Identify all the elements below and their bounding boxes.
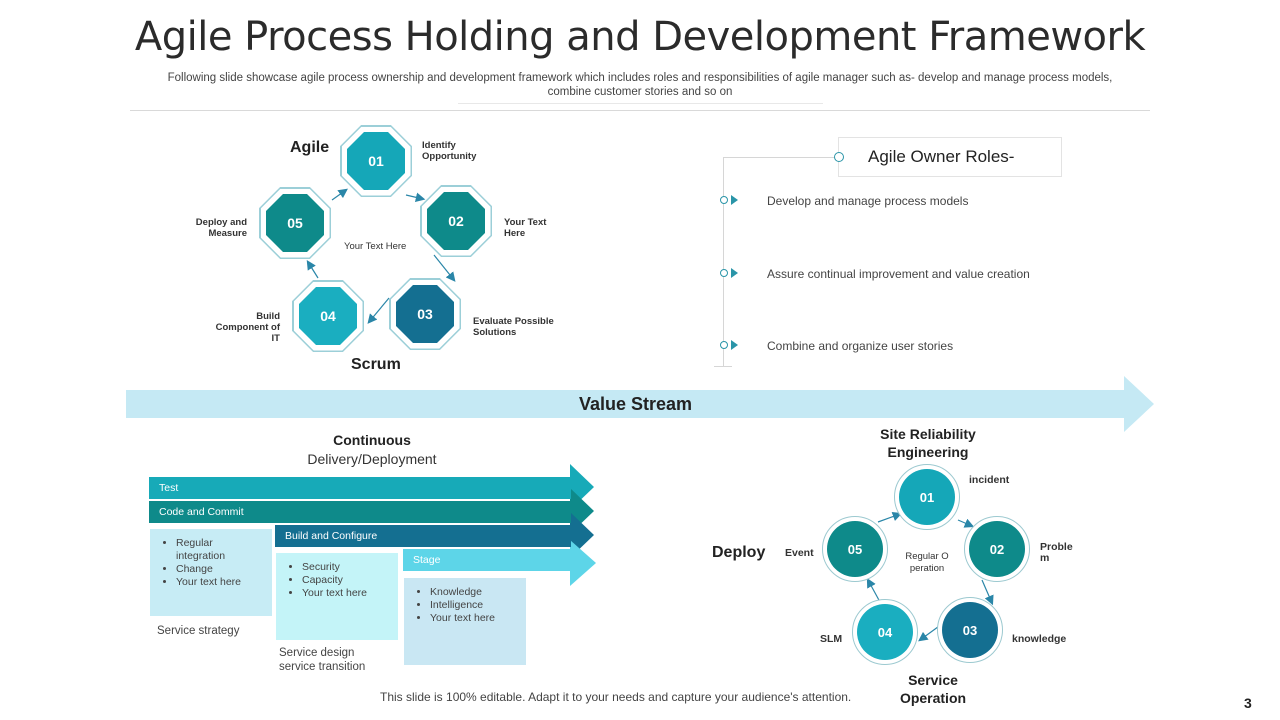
agile-node-02: 02 <box>427 192 485 250</box>
cd-box-1-item: Change <box>176 563 264 576</box>
sre-node-05-label: Event <box>785 547 814 559</box>
sre-deploy-label: Deploy <box>712 544 766 561</box>
sre-arrow-02-03 <box>981 579 994 606</box>
agile-arrow-05-01 <box>331 188 348 201</box>
agile-node-02-label: Your Text Here <box>504 217 547 239</box>
agile-node-05-label: Deploy and Measure <box>195 217 247 239</box>
sre-service-operation-label: Service Operation <box>899 672 967 706</box>
agile-center-text: Your Text Here <box>344 241 407 252</box>
cd-box-1-item: Your text here <box>176 576 264 589</box>
cd-box-2-caption: Service design service transition <box>279 647 366 673</box>
role-3-bullet-icon <box>720 341 728 349</box>
sre-center-text: Regular Operation <box>905 551 949 574</box>
agile-node-04-label: Build Component of IT <box>215 311 280 344</box>
subtitle-underline <box>458 103 823 104</box>
cd-bar-code-commit: Code and Commit <box>149 501 571 523</box>
sre-arrow-01-02 <box>957 518 975 528</box>
page-number: 3 <box>1244 695 1252 711</box>
sre-node-04-label: SLM <box>820 633 843 645</box>
scrum-label: Scrum <box>351 356 401 373</box>
cd-box-2-item: Your text here <box>302 587 390 600</box>
role-1-bullet-icon <box>720 196 728 204</box>
cd-box-2-item: Security <box>302 561 390 574</box>
agile-node-03: 03 <box>396 285 454 343</box>
header-divider <box>130 110 1150 111</box>
cd-box-1-item: Regular integration <box>176 537 264 563</box>
footer-note: This slide is 100% editable. Adapt it to… <box>380 690 852 704</box>
agile-node-01: 01 <box>347 132 405 190</box>
cd-box-1-caption: Service strategy <box>157 625 240 637</box>
cd-bar-test: Test <box>149 477 571 499</box>
agile-node-04: 04 <box>299 287 357 345</box>
sre-title: Site Reliability Engineering <box>880 426 976 460</box>
sre-node-03: 03 <box>942 602 998 658</box>
sre-node-05: 05 <box>827 521 883 577</box>
agile-node-03-label: Evaluate Possible Solutions <box>473 316 554 338</box>
role-item-1: Develop and manage process models <box>767 194 969 208</box>
sre-node-02: 02 <box>969 521 1025 577</box>
roles-timeline-end <box>714 366 732 367</box>
cd-box-3: Knowledge Intelligence Your text here <box>404 578 526 665</box>
agile-arrow-02-03 <box>433 254 456 282</box>
cd-bar-build-configure: Build and Configure <box>275 525 571 547</box>
roles-title: Agile Owner Roles- <box>868 147 1015 166</box>
role-2-bullet-icon <box>720 269 728 277</box>
role-3-arrow-icon <box>731 340 738 350</box>
agile-label: Agile <box>290 139 330 156</box>
roles-connector <box>723 157 838 158</box>
cd-box-3-item: Intelligence <box>430 599 518 612</box>
sre-node-03-label: knowledge <box>1012 633 1067 645</box>
agile-arrow-01-02 <box>405 192 426 203</box>
role-2-arrow-icon <box>731 268 738 278</box>
sre-node-02-label: Problem <box>1040 541 1073 564</box>
agile-arrow-04-05 <box>306 259 319 279</box>
sre-node-01-label: incident <box>969 474 1010 486</box>
page-subtitle: Following slide showcase agile process o… <box>167 72 1113 98</box>
sre-arrow-04-05 <box>866 577 881 603</box>
role-item-2: Assure continual improvement and value c… <box>767 267 1030 281</box>
agile-node-01-label: Identify Opportunity <box>422 140 477 162</box>
cd-bar-stage: Stage <box>403 549 571 571</box>
role-1-arrow-icon <box>731 195 738 205</box>
cd-title-bold: Continuous <box>333 432 411 448</box>
value-stream-label: Value Stream <box>579 394 693 414</box>
agile-node-05: 05 <box>266 194 324 252</box>
value-stream-arrow <box>126 376 1154 432</box>
cd-box-1: Regular integration Change Your text her… <box>150 529 272 616</box>
cd-title-rest: Delivery/Deployment <box>307 451 437 467</box>
sre-arrow-05-01 <box>877 511 903 523</box>
agile-arrow-03-04 <box>367 297 390 324</box>
roles-timeline <box>723 157 724 367</box>
cd-box-3-item: Your text here <box>430 612 518 625</box>
sre-node-01: 01 <box>899 469 955 525</box>
cd-box-3-item: Knowledge <box>430 586 518 599</box>
sre-node-04: 04 <box>857 604 913 660</box>
cd-box-2-item: Capacity <box>302 574 390 587</box>
roles-title-bullet-icon <box>834 152 844 162</box>
cd-box-2: Security Capacity Your text here <box>276 553 398 640</box>
page-title: Agile Process Holding and Development Fr… <box>134 14 1146 60</box>
role-item-3: Combine and organize user stories <box>767 339 954 353</box>
